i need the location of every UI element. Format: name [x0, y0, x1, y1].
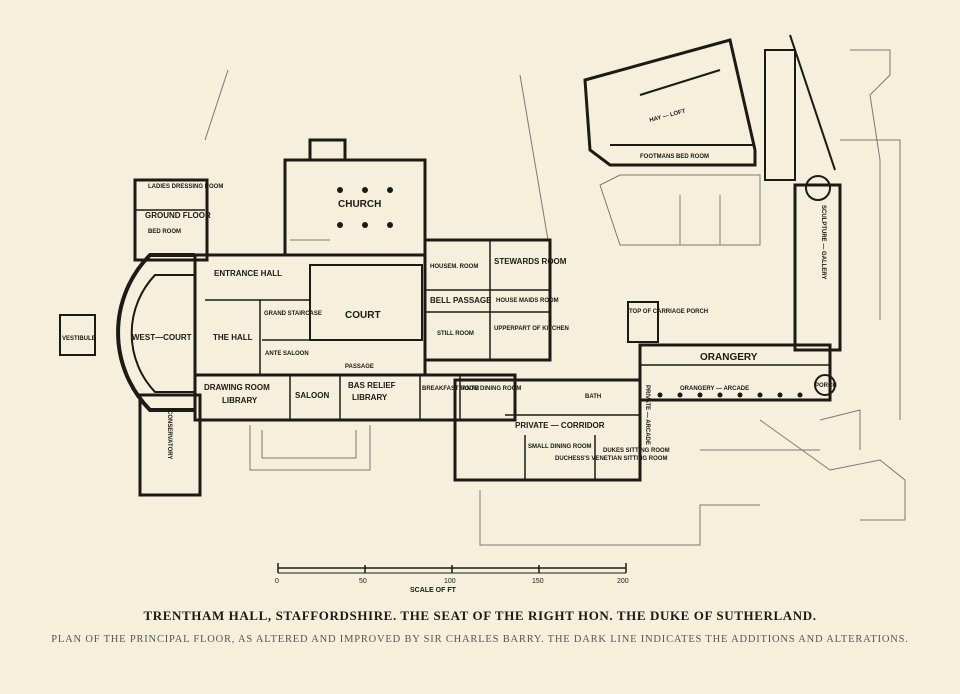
- label-bell-passage: BELL PASSAGE: [430, 296, 492, 305]
- label-court: COURT: [345, 310, 381, 321]
- label-private-arcade: PRIVATE — ARCADE: [644, 385, 650, 445]
- label-upper-part-kitchen: UPPERPART OF KITCHEN: [494, 326, 569, 332]
- label-bed-room: BED ROOM: [148, 229, 181, 235]
- label-porch: PORCH: [815, 383, 837, 389]
- label-vestibule: VESTIBULE: [62, 336, 96, 342]
- scale-tick-50: 50: [359, 578, 367, 585]
- outbuilding-outlines: [204, 49, 906, 546]
- label-grand-staircase: GRAND STAIRCASE: [264, 311, 322, 317]
- scale-tick-150: 150: [532, 578, 544, 585]
- stable-block: [583, 34, 836, 181]
- label-top-carriage-porch: TOP OF CARRIAGE PORCH: [629, 309, 708, 315]
- label-orangery: ORANGERY: [700, 352, 758, 363]
- label-house-maids-room: HOUSE MAIDS ROOM: [496, 298, 559, 304]
- label-library-2: LIBRARY: [352, 393, 388, 402]
- label-footmans-bed-room: FOOTMANS BED ROOM: [640, 154, 709, 160]
- label-drawing-room: DRAWING ROOM: [204, 383, 270, 392]
- west-court-arc: [59, 253, 195, 412]
- scale-bar: [277, 563, 627, 574]
- partitions: [135, 209, 830, 480]
- label-ante-dining-room: ANTE DINING ROOM: [462, 386, 521, 392]
- caption-subtitle: PLAN OF THE PRINCIPAL FLOOR, AS ALTERED …: [51, 634, 909, 645]
- label-sculpture-gallery: SCULPTURE — GALLERY: [820, 205, 826, 279]
- scale-tick-0: 0: [275, 578, 279, 585]
- label-hay-loft: HAY — LOFT: [649, 108, 687, 123]
- label-passage: PASSAGE: [345, 364, 374, 370]
- label-ground-floor: GROUND FLOOR: [145, 211, 211, 220]
- label-entrance-hall: ENTRANCE HALL: [214, 269, 282, 278]
- label-saloon: SALOON: [295, 391, 329, 400]
- label-bas-relief: BAS RELIEF: [348, 381, 396, 390]
- label-church: CHURCH: [338, 199, 381, 210]
- label-stewards-room: STEWARDS ROOM: [494, 257, 567, 266]
- label-library: LIBRARY: [222, 396, 258, 405]
- floor-plan: LADIES DRESSING ROOM GROUND FLOOR BED RO…: [59, 34, 906, 594]
- scale-tick-200: 200: [617, 578, 629, 585]
- label-west-court: WEST—COURT: [132, 333, 192, 342]
- scale-tick-100: 100: [444, 578, 456, 585]
- label-small-dining-room: SMALL DINING ROOM: [528, 444, 592, 450]
- scale-label: SCALE OF FT: [410, 587, 457, 594]
- label-ladies-dressing-room: LADIES DRESSING ROOM: [148, 184, 223, 190]
- label-duchess-sitting-room: DUCHESS'S VENETIAN SITTING ROOM: [555, 456, 667, 462]
- label-still-room: STILL ROOM: [437, 331, 474, 337]
- main-walls: [133, 138, 842, 497]
- label-orangery-arcade: ORANGERY — ARCADE: [680, 386, 749, 392]
- label-bath: BATH: [585, 394, 601, 400]
- label-breakfast-room: BREAKFAST ROOM: [422, 386, 479, 392]
- room-labels: LADIES DRESSING ROOM GROUND FLOOR BED RO…: [62, 108, 837, 462]
- arcade-columns: [337, 187, 803, 398]
- label-the-hall: THE HALL: [213, 333, 253, 342]
- scale-labels: 0 50 100 150 200 SCALE OF FT: [275, 578, 629, 594]
- label-housemaids-room: HOUSEM. ROOM: [430, 264, 478, 270]
- label-conservatory: CONSERVATORY: [166, 410, 172, 459]
- label-private-corridor: PRIVATE — CORRIDOR: [515, 421, 605, 430]
- label-ante-saloon: ANTE SALOON: [265, 351, 309, 357]
- label-dukes-sitting-room: DUKES SITTING ROOM: [603, 448, 670, 454]
- caption-title: TRENTHAM HALL, STAFFORDSHIRE. THE SEAT O…: [143, 608, 817, 623]
